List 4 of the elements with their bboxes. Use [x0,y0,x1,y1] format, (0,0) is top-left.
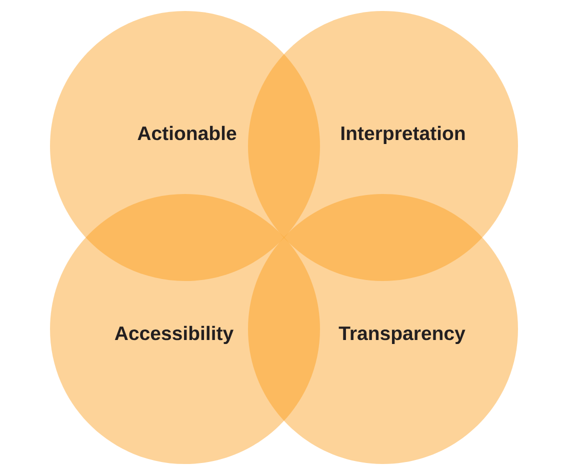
circle-label: Transparency [338,326,466,344]
circle-label: Accessibility [114,326,234,344]
circle-label: Actionable [138,126,236,140]
circle-label: Interpretation [341,126,465,144]
